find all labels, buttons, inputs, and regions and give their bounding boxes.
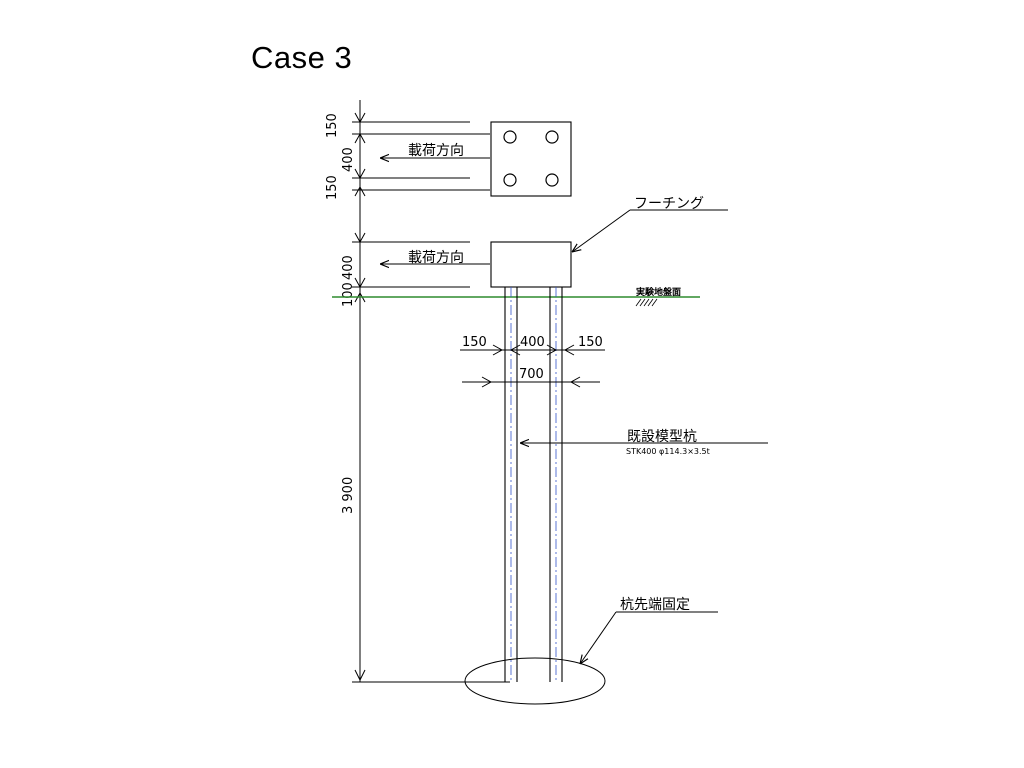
- ground-hatch: [635, 298, 658, 307]
- dim-footing-height: 400: [341, 255, 356, 280]
- footing-label: フーチング: [634, 196, 704, 212]
- load-direction-label-elev: 載荷方向: [408, 250, 464, 266]
- pile-spec-label: STK400 φ114.3×3.5t: [626, 447, 710, 456]
- horizontal-dimension-row-1: [460, 344, 605, 356]
- footing-block: [490, 241, 572, 288]
- pile-tip-fixity-ellipse: [464, 657, 606, 705]
- pile-right: [549, 287, 563, 682]
- pile-tip-label: 杭先端固定: [620, 597, 690, 613]
- pile-hole-bottom-right: [545, 173, 559, 187]
- dim-plan-mid: 400: [341, 147, 356, 172]
- slide-title: Case 3: [251, 40, 353, 75]
- ground-surface-label: 実験地盤面: [636, 286, 681, 298]
- dim-edge-right: 150: [578, 335, 603, 350]
- dim-plan-bottom: 150: [325, 175, 340, 200]
- horizontal-dimension-row-2: [462, 376, 600, 388]
- dim-plan-top: 150: [325, 113, 340, 138]
- vertical-dimension-chain: [352, 100, 510, 683]
- pile-hole-top-left: [503, 130, 517, 144]
- pile-tip-leader: [580, 611, 718, 664]
- pile-name-label: 既設模型杭: [627, 429, 697, 445]
- load-direction-label-plan: 載荷方向: [408, 143, 464, 159]
- pile-hole-bottom-left: [503, 173, 517, 187]
- dim-footing-width: 700: [519, 367, 544, 382]
- footing-plan-view: [490, 121, 572, 197]
- pile-hole-top-right: [545, 130, 559, 144]
- pile-left: [504, 287, 518, 682]
- footing-leader: [572, 209, 728, 252]
- dim-embed: 100: [341, 282, 356, 307]
- dim-pile-spacing: 400: [520, 335, 545, 350]
- dim-pile-length: 3 900: [341, 477, 356, 514]
- dim-edge-left: 150: [462, 335, 487, 350]
